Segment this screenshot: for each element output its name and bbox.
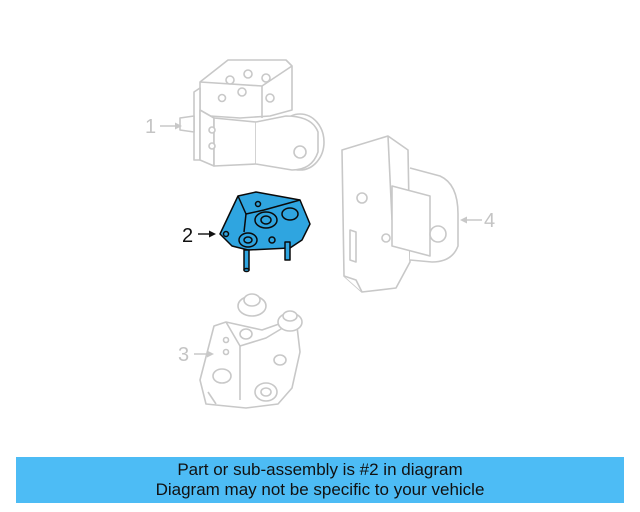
callout-arrowhead-2: [209, 230, 216, 238]
banner-line-part-reference: Part or sub-assembly is #2 in diagram: [177, 460, 463, 479]
part-4-modulator-bracket: [341, 135, 459, 293]
callout-number-3: 3: [178, 344, 190, 366]
callout-number-4: 4: [484, 210, 496, 232]
banner-line-disclaimer: Diagram may not be specific to your vehi…: [155, 480, 485, 499]
callout-arrowhead-1: [175, 122, 182, 130]
callout-arrowhead-4: [460, 216, 467, 224]
info-banner: Part or sub-assembly is #2 in diagram Di…: [16, 457, 624, 503]
callout-number-1: 1: [145, 116, 157, 138]
parts-diagram: [160, 59, 482, 409]
part-3-support-bracket: [199, 293, 303, 409]
callout-arrowhead-3: [207, 350, 214, 358]
part-2-mounting-bracket: [219, 191, 311, 273]
part-1-abs-modulator: [179, 59, 325, 171]
callout-number-2: 2: [182, 225, 194, 247]
